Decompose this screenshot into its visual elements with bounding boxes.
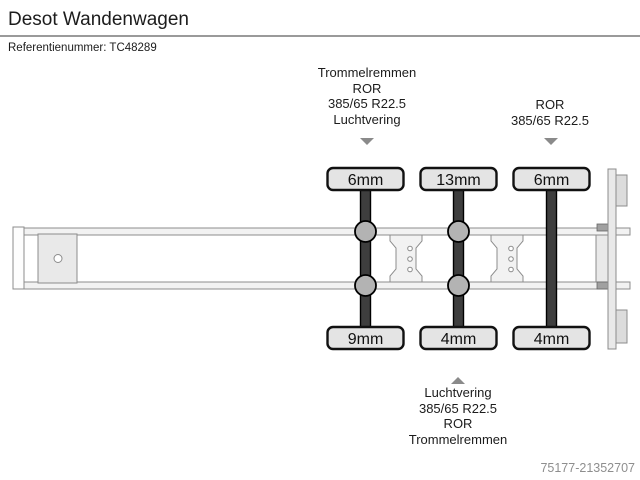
tread-depth-value: 13mm xyxy=(436,172,480,189)
arrow-up-icon xyxy=(451,377,465,384)
frame-rail-bottom xyxy=(12,281,631,290)
tread-badge xyxy=(419,166,498,192)
annotation-line: Trommelremmen xyxy=(408,431,508,447)
trailer-frame xyxy=(12,168,631,350)
annotation-line: ROR xyxy=(352,80,382,96)
arrow-down-icon xyxy=(544,138,558,145)
front-crossmember xyxy=(12,226,25,290)
tread-depth-value: 4mm xyxy=(441,331,477,348)
axle-2-bar xyxy=(452,187,465,330)
tread-badge xyxy=(326,325,405,351)
tread-depth-badges-bottom: 9mm 4mm 4mm xyxy=(326,325,591,351)
tread-depth-value: 6mm xyxy=(534,172,570,189)
tread-depth-value: 4mm xyxy=(534,331,570,348)
annotation-line: Trommelremmen xyxy=(317,65,417,80)
cross-brace xyxy=(490,234,524,283)
annotation-line: 385/65 R22.5 xyxy=(510,112,590,128)
page-title: Desot Wandenwagen xyxy=(8,9,189,30)
cross-brace xyxy=(389,234,423,283)
annotation-line: 385/65 R22.5 xyxy=(327,96,407,111)
axles xyxy=(354,187,558,330)
axle-1-wheel-bottom xyxy=(354,274,377,297)
axle-1-bar xyxy=(359,187,372,330)
tread-badge xyxy=(512,325,591,351)
axle-2-wheel-bottom xyxy=(447,274,470,297)
annotation-line: Luchtvering xyxy=(424,385,492,400)
axle-3-bar xyxy=(545,187,558,330)
kingpin xyxy=(53,254,63,263)
rear-bracket-bottom xyxy=(615,309,628,344)
annotation-front-axle: Trommelremmen ROR 385/65 R22.5 Luchtveri… xyxy=(318,65,416,127)
tread-depth-value: 6mm xyxy=(348,172,384,189)
axle-2-wheel-top xyxy=(447,220,470,243)
annotation-middle-axle: Luchtvering 385/65 R22.5 ROR Trommelremm… xyxy=(409,385,507,447)
tread-badge xyxy=(512,166,591,192)
rear-crossmember xyxy=(595,168,628,350)
frame-rail-top xyxy=(12,227,631,236)
tread-depth-badges-top: 6mm 13mm 6mm xyxy=(326,166,591,192)
annotation-line: ROR xyxy=(535,97,565,112)
tread-badge xyxy=(419,325,498,351)
tread-badge xyxy=(326,166,405,192)
annotation-line: ROR xyxy=(443,416,473,431)
rear-frame-bar xyxy=(607,168,617,350)
annotation-line: 385/65 R22.5 xyxy=(418,400,498,416)
chassis-diagram: 6mm 13mm 6mm 9mm 4mm 4mm xyxy=(12,166,631,351)
rear-bracket-top xyxy=(615,174,628,207)
axle-1-wheel-top xyxy=(354,220,377,243)
listing-id: 75177-21352707 xyxy=(540,461,635,475)
header-divider xyxy=(0,35,640,37)
annotation-rear-axle: ROR 385/65 R22.5 xyxy=(511,97,589,128)
tread-depth-value: 9mm xyxy=(348,331,384,348)
reference-number: Referentienummer: TC48289 xyxy=(8,42,157,54)
annotation-line: Luchtvering xyxy=(333,111,401,127)
arrow-down-icon xyxy=(360,138,374,145)
